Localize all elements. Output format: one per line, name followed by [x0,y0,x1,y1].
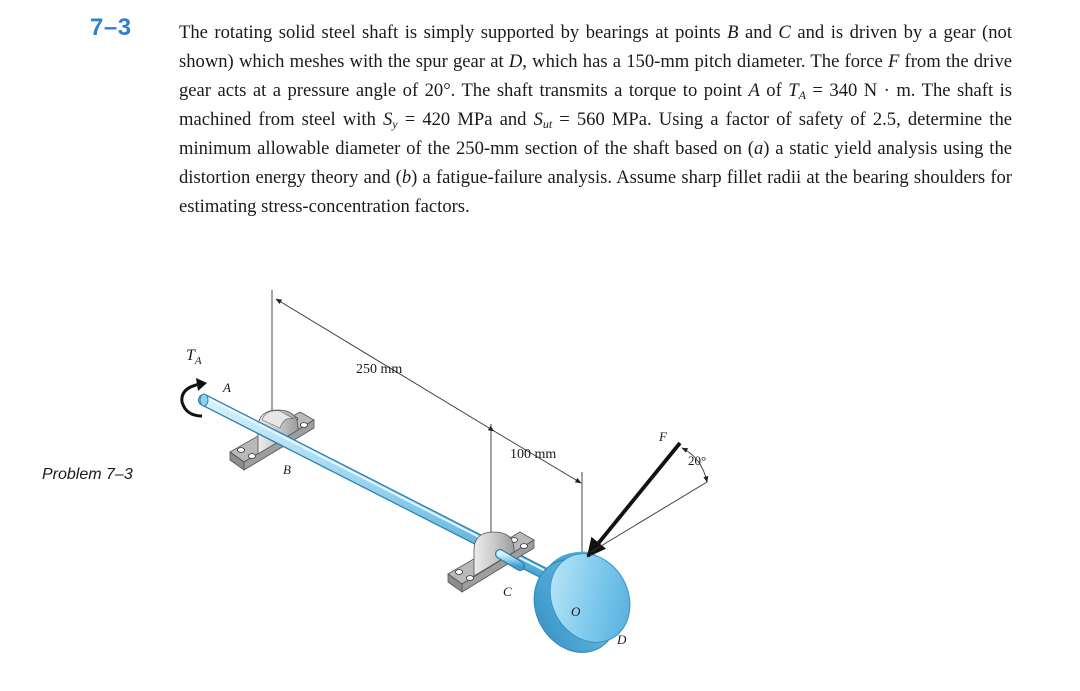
force-f [586,441,709,558]
problem-statement: The rotating solid steel shaft is simply… [179,22,1013,217]
spur-gear-d [533,551,631,653]
problem-number: 7–3 [90,14,132,41]
torque-label: TA [186,347,202,367]
torque-arrow [180,378,207,418]
bearing-b [229,409,315,471]
angle-label: 20° [688,453,706,468]
force-label: F [658,429,668,444]
point-c-label: C [503,584,512,599]
point-b-label: B [283,462,291,477]
bearing-c [447,531,535,593]
dim-100-label: 100 mm [510,447,556,462]
point-d-label: D [616,632,627,647]
dimension-lines [271,290,583,560]
point-o-label: O [571,604,581,619]
problem-caption: Problem 7–3 [42,466,133,483]
point-a-label: A [222,380,231,395]
dim-250-label: 250 mm [356,362,402,377]
bearing-b-cap [261,410,295,429]
shaft [198,393,583,596]
